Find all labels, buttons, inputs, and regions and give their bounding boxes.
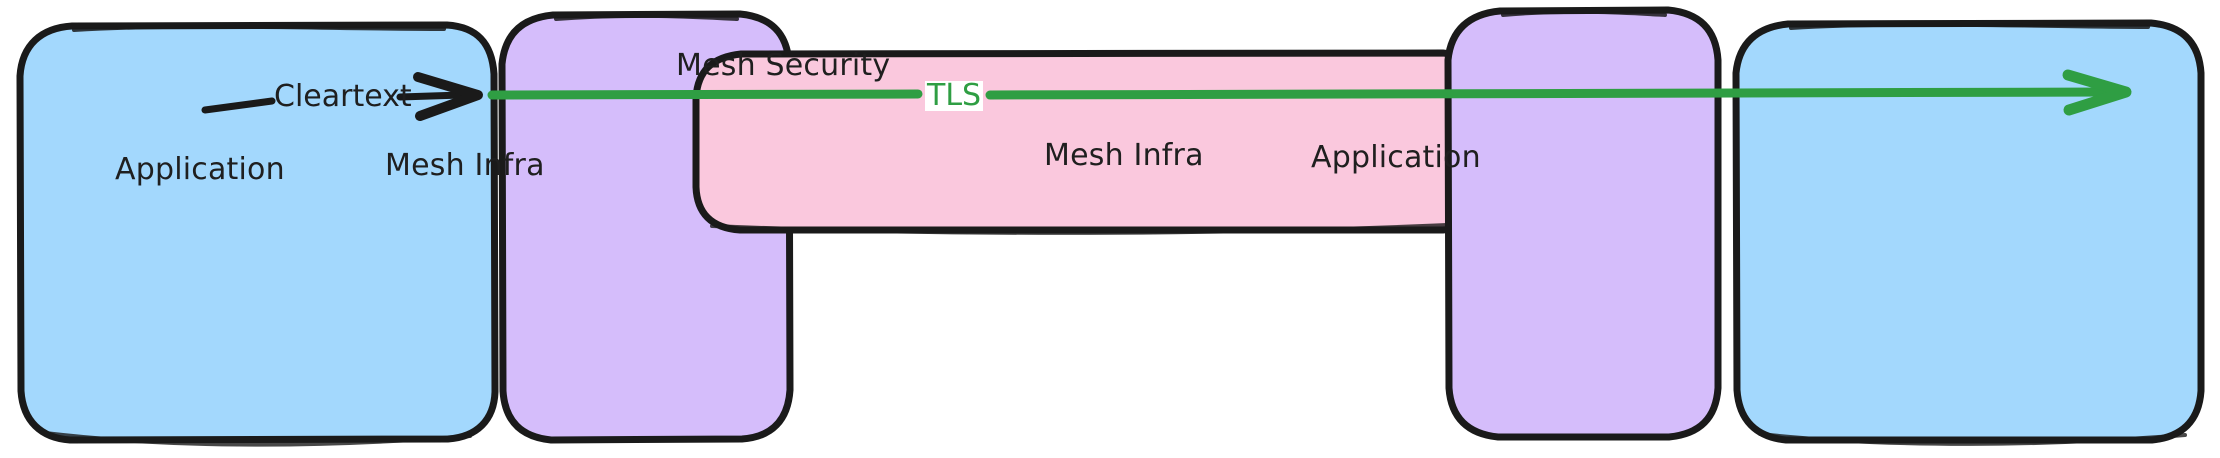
edge-cleartext-arrowhead xyxy=(413,72,483,121)
edge-tls-line-left xyxy=(487,89,923,100)
node-mesh-security[interactable] xyxy=(692,49,1492,235)
node-app-left[interactable] xyxy=(16,21,499,447)
edge-cleartext[interactable] xyxy=(201,72,483,121)
node-app-left-shape xyxy=(16,21,499,444)
edge-cleartext-label: Cleartext xyxy=(274,79,412,114)
edge-cleartext-line-right xyxy=(396,91,466,101)
node-app-right-sketchline xyxy=(1789,22,2150,30)
node-mesh-infra-right-shape xyxy=(1444,6,1722,441)
edge-tls-arrowhead xyxy=(2062,69,2132,116)
node-app-right-shape xyxy=(1732,19,2205,444)
node-mesh-security-sketchline-bottom xyxy=(710,222,1472,235)
edge-cleartext-line-left xyxy=(201,97,276,114)
node-mesh-infra-right[interactable] xyxy=(1444,6,1722,441)
node-mesh-infra-right-sketchline xyxy=(1501,9,1667,17)
node-mesh-security-shape xyxy=(692,49,1492,234)
edge-tls-label: TLS xyxy=(925,78,984,113)
node-app-left-sketchline-bottom xyxy=(43,431,472,447)
edge-tls-line-right xyxy=(985,87,2117,100)
edge-tls[interactable] xyxy=(487,69,2132,116)
node-app-right-sketchline-bottom xyxy=(1758,432,2187,446)
node-app-left-sketchline xyxy=(72,24,446,32)
node-mesh-infra-left-sketchline xyxy=(554,13,739,21)
node-app-right[interactable] xyxy=(1732,19,2205,446)
